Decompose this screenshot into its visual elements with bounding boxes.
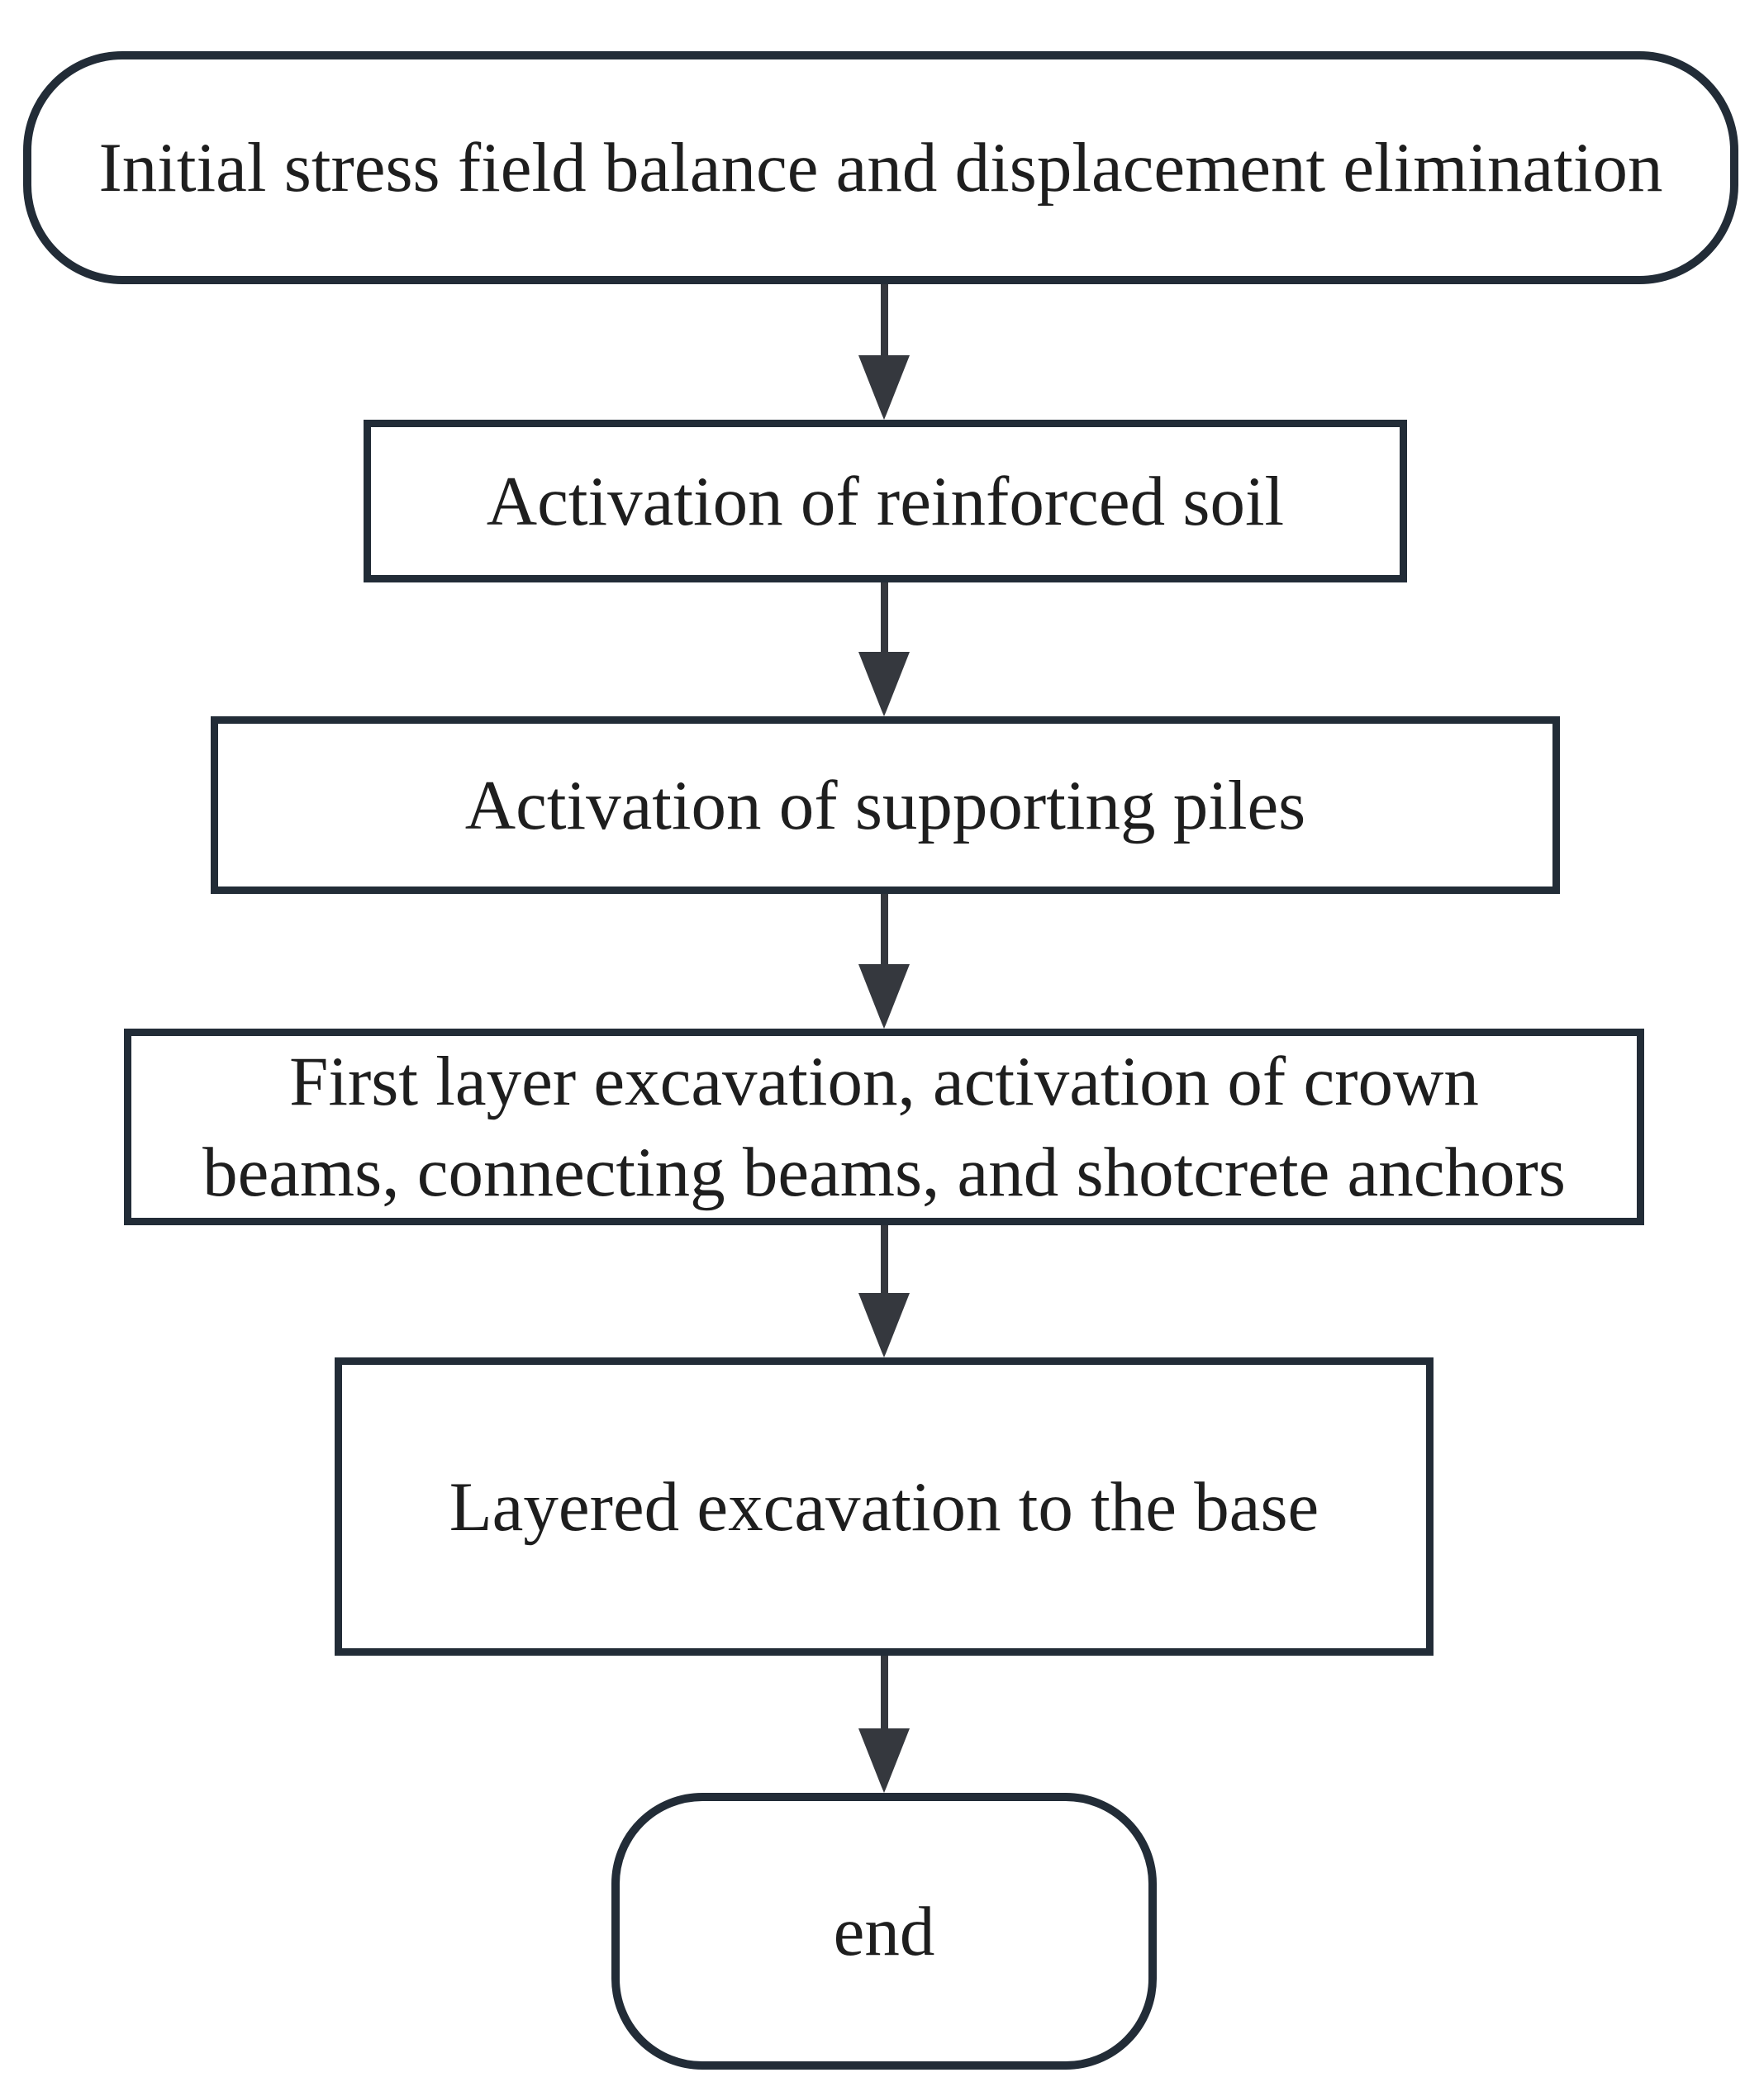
node-activate-reinforced-soil: Activation of reinforced soil <box>364 420 1407 582</box>
node-activate-supporting-piles-label: Activation of supporting piles <box>464 766 1306 844</box>
arrowhead-down-icon <box>858 652 910 716</box>
node-first-layer-excavation-label-line1: First layer excavation, activation of cr… <box>289 1043 1479 1120</box>
node-first-layer-excavation-label-line2: beams, connecting beams, and shotcrete a… <box>202 1134 1566 1211</box>
flow-arrow-4 <box>858 1225 910 1357</box>
arrow-shaft <box>880 1656 888 1730</box>
node-start-terminator: Initial stress field balance and displac… <box>23 51 1738 284</box>
arrow-shaft <box>880 582 888 654</box>
node-layered-excavation-to-base: Layered excavation to the base <box>335 1357 1434 1656</box>
node-end-label: end <box>833 1892 935 1970</box>
arrowhead-down-icon <box>858 964 910 1029</box>
flow-arrow-5 <box>858 1656 910 1793</box>
flow-arrow-3 <box>858 894 910 1029</box>
node-layered-excavation-label: Layered excavation to the base <box>449 1467 1319 1546</box>
arrow-shaft <box>880 1225 888 1295</box>
arrow-shaft <box>880 894 888 966</box>
flow-arrow-2 <box>858 582 910 716</box>
arrowhead-down-icon <box>858 355 910 420</box>
flow-arrow-1 <box>858 284 910 420</box>
node-end-terminator: end <box>611 1793 1157 2070</box>
arrow-shaft <box>880 284 888 357</box>
node-activate-supporting-piles: Activation of supporting piles <box>211 716 1560 894</box>
arrowhead-down-icon <box>858 1728 910 1793</box>
node-activate-reinforced-soil-label: Activation of reinforced soil <box>486 462 1285 540</box>
node-start-label: Initial stress field balance and displac… <box>98 129 1663 207</box>
node-first-layer-excavation: First layer excavation, activation of cr… <box>124 1029 1644 1225</box>
arrowhead-down-icon <box>858 1293 910 1357</box>
